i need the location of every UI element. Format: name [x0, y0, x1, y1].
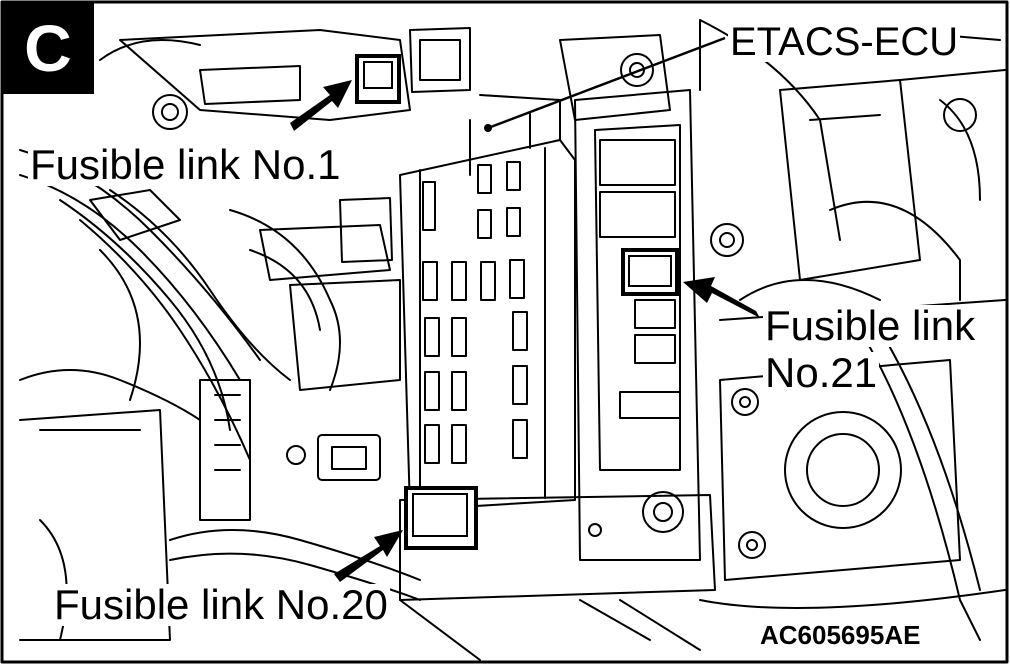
- part-code: AC605695AE: [760, 620, 921, 650]
- bolt-right: [710, 223, 744, 257]
- bolt-top-left: [152, 94, 188, 130]
- fusible-link-no20: [404, 486, 478, 550]
- etacs-ecu-body: [399, 139, 576, 511]
- arrow-no20: [334, 530, 403, 582]
- fusible-link-no21: [621, 248, 679, 296]
- label-fusible-link-no20: Fusible link No.20: [52, 581, 390, 628]
- label-fusible-link-no21-line2: No.21: [763, 349, 880, 396]
- connector-small: [317, 434, 381, 481]
- label-fusible-link-no1: Fusible link No.1: [28, 141, 343, 188]
- bolt-lower-right: [731, 388, 759, 416]
- section-letter-badge: C: [2, 2, 94, 94]
- label-etacs-ecu: ETACS-ECU: [728, 20, 961, 64]
- arrow-no21: [683, 277, 760, 318]
- section-letter: C: [24, 11, 72, 85]
- arrow-no1: [290, 80, 352, 131]
- bolt-top-center: [620, 53, 654, 87]
- etacs-leader-line: [487, 36, 726, 130]
- label-fusible-link-no21-line1: Fusible link: [763, 302, 978, 349]
- bolt-bottom-center: [642, 491, 684, 533]
- etacs-fuse-slots: [422, 161, 528, 464]
- fusible-link-no1: [355, 54, 401, 104]
